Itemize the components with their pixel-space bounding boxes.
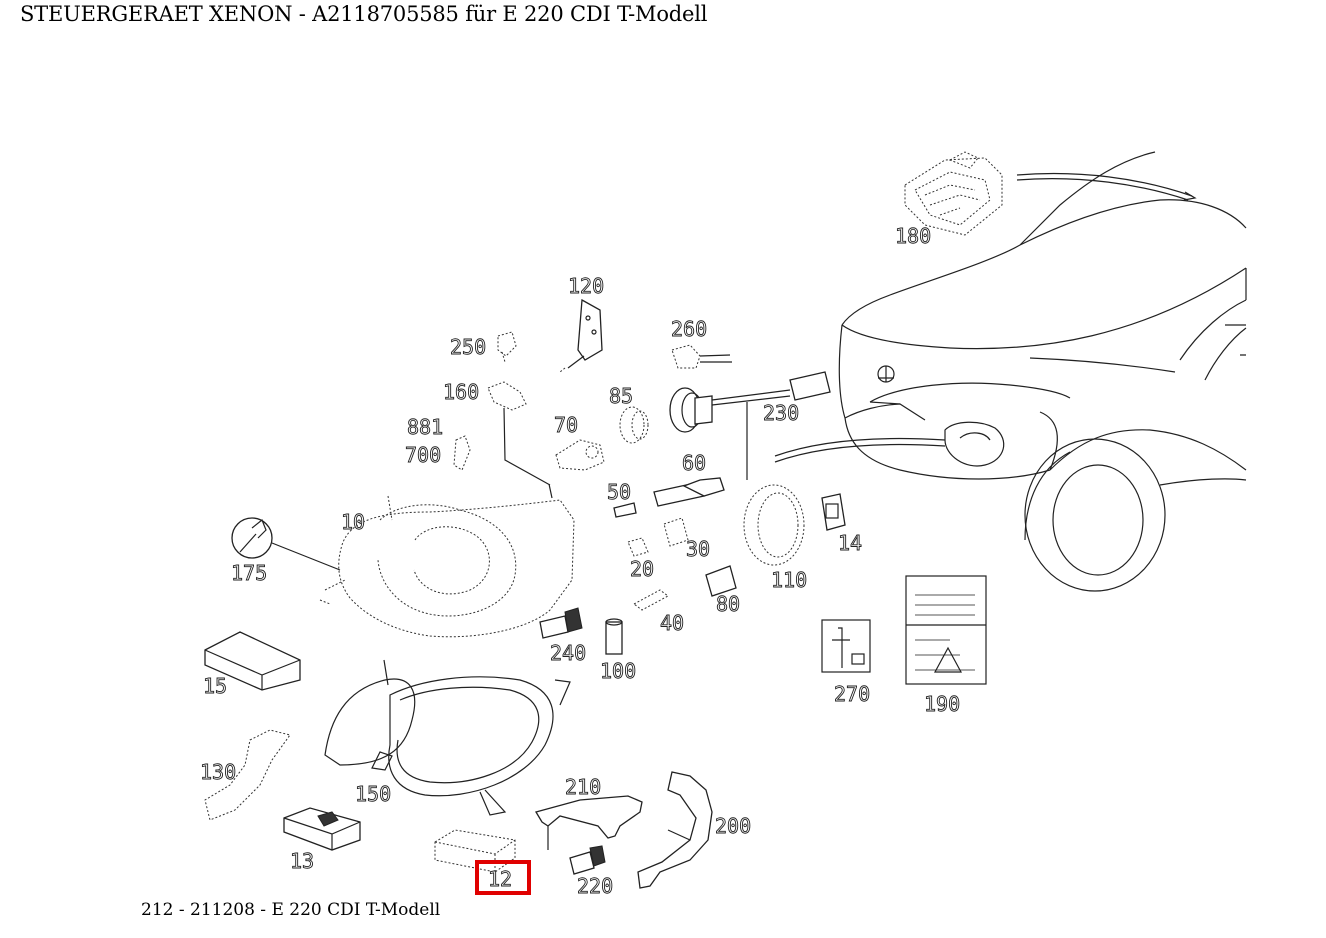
part-85-igniter-ring (619, 406, 649, 444)
part-175-wrench-icon (231, 517, 273, 559)
callout-881: 881 (407, 415, 443, 439)
callout-12: 12 (488, 867, 512, 891)
part-150-lens-frame (324, 659, 571, 816)
part-190-warning-label (905, 575, 987, 685)
part-100-spacer (605, 618, 623, 655)
callout-250: 250 (450, 335, 486, 359)
part-40-screw (633, 589, 669, 611)
callout-200: 200 (715, 814, 751, 838)
callout-160: 160 (443, 380, 479, 404)
callout-100: 100 (600, 659, 636, 683)
part-10-headlamp-housing (271, 495, 575, 638)
part-120-bracket (559, 298, 603, 373)
callout-labels: 180 120 250 260 160 85 230 881 70 700 60… (200, 224, 961, 899)
callout-110: 110 (771, 568, 807, 592)
callout-13: 13 (290, 849, 314, 873)
part-130-bracket (204, 729, 291, 821)
callout-50: 50 (607, 480, 631, 504)
callout-15: 15 (203, 674, 227, 698)
part-50-bulb (613, 502, 637, 518)
part-881-700-screw (453, 435, 471, 471)
part-15-module (204, 631, 301, 691)
part-200-bracket (637, 771, 713, 889)
part-210-bracket (535, 795, 643, 850)
callout-80: 80 (716, 592, 740, 616)
callout-175: 175 (231, 561, 267, 585)
callout-230: 230 (763, 401, 799, 425)
callout-60: 60 (682, 451, 706, 475)
callout-120: 120 (568, 274, 604, 298)
callout-10: 10 (341, 510, 365, 534)
part-60-bulb (653, 477, 725, 507)
callout-260: 260 (671, 317, 707, 341)
callout-85: 85 (609, 384, 633, 408)
callout-20: 20 (630, 557, 654, 581)
part-30-holder (663, 517, 689, 547)
callout-220: 220 (577, 874, 613, 898)
selected-part-highlight[interactable] (475, 860, 531, 895)
part-220-screw (569, 845, 606, 875)
part-14-connector (821, 493, 846, 531)
model-footer: 212 - 211208 - E 220 CDI T-Modell (141, 900, 441, 920)
vehicle-outline (774, 151, 1247, 592)
part-270-label (821, 619, 871, 673)
callout-150: 150 (355, 782, 391, 806)
page-title: STEUERGERAET XENON - A2118705585 für E 2… (20, 2, 708, 26)
callout-700: 700 (405, 443, 441, 467)
part-230-igniter-cable (669, 371, 831, 480)
callout-180: 180 (895, 224, 931, 248)
part-180-hardware-kit (904, 151, 1003, 236)
part-70-adjuster (555, 439, 605, 471)
callout-30: 30 (686, 537, 710, 561)
callout-210: 210 (565, 775, 601, 799)
part-80-sleeve (705, 565, 737, 597)
part-20-clip (627, 537, 649, 557)
callout-40: 40 (660, 611, 684, 635)
callout-14: 14 (838, 531, 862, 555)
callout-70: 70 (554, 413, 578, 437)
callout-240: 240 (550, 641, 586, 665)
callout-190: 190 (924, 692, 960, 716)
part-240-screw (539, 607, 583, 639)
part-110-cover-cap (743, 484, 805, 566)
part-13-ballast (283, 807, 361, 851)
part-160-mount (487, 381, 553, 499)
callout-130: 130 (200, 760, 236, 784)
part-250-cap (497, 331, 517, 363)
part-260-bulb-socket (671, 344, 732, 369)
callout-270: 270 (834, 682, 870, 706)
